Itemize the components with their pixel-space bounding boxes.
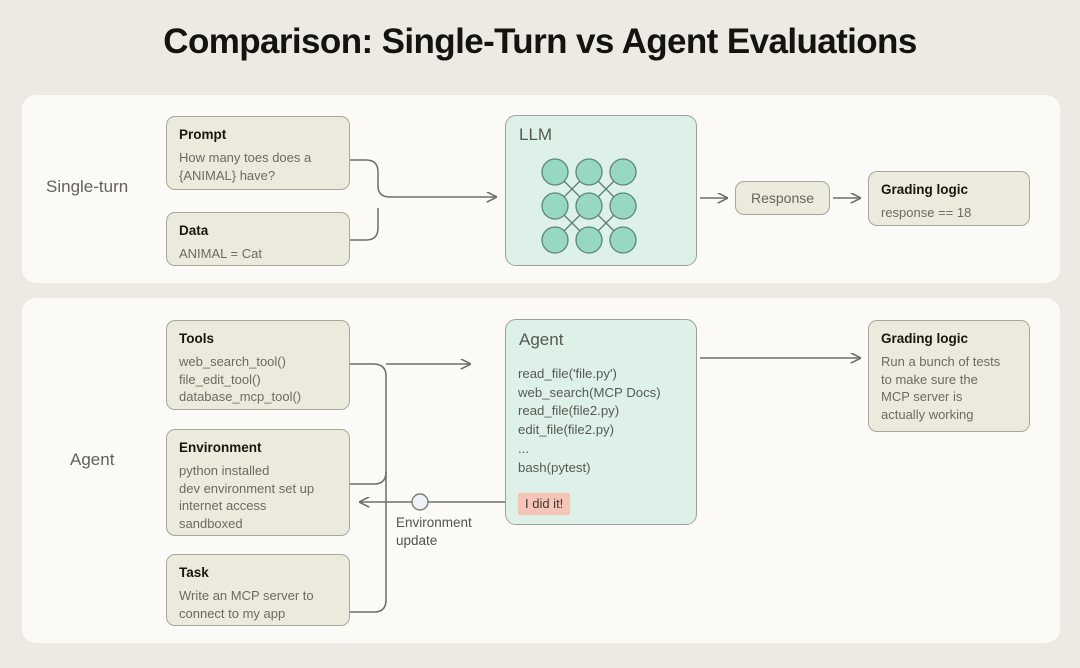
card-environment-body: python installed dev environment set up … bbox=[179, 463, 315, 531]
agent-action-log: read_file('file.py') web_search(MCP Docs… bbox=[518, 366, 661, 475]
card-tools-body: web_search_tool() file_edit_tool() datab… bbox=[179, 354, 302, 405]
card-grading-agent-body: Run a bunch of tests to make sure the MC… bbox=[881, 354, 1001, 422]
llm-box-title: LLM bbox=[519, 125, 553, 144]
card-grading-agent: Grading logic Run a bunch of tests to ma… bbox=[868, 320, 1030, 432]
card-grading-single-title: Grading logic bbox=[881, 182, 969, 197]
card-task: Task Write an MCP server to connect to m… bbox=[166, 554, 350, 626]
card-tools-title: Tools bbox=[179, 331, 214, 346]
card-prompt-title: Prompt bbox=[179, 127, 227, 142]
row-label-agent: Agent bbox=[70, 450, 115, 469]
environment-update-label: Environment update bbox=[396, 515, 472, 548]
card-prompt: Prompt How many toes does a {ANIMAL} hav… bbox=[166, 116, 350, 190]
card-tools: Tools web_search_tool() file_edit_tool()… bbox=[166, 320, 350, 410]
card-grading-agent-title: Grading logic bbox=[881, 331, 969, 346]
row-label-single-turn: Single-turn bbox=[46, 177, 129, 196]
card-task-title: Task bbox=[179, 565, 209, 580]
card-grading-single-body: response == 18 bbox=[881, 205, 972, 221]
response-box: Response bbox=[735, 181, 830, 215]
card-task-body: Write an MCP server to connect to my app bbox=[179, 588, 314, 621]
card-environment: Environment python installed dev environ… bbox=[166, 429, 350, 536]
card-grading-single: Grading logic response == 18 bbox=[868, 171, 1030, 226]
page-title: Comparison: Single-Turn vs Agent Evaluat… bbox=[163, 22, 917, 61]
agent-result-badge: I did it! bbox=[518, 493, 571, 515]
llm-box: LLM bbox=[505, 115, 697, 266]
card-prompt-body: How many toes does a {ANIMAL} have? bbox=[179, 150, 312, 183]
card-data-body: ANIMAL = Cat bbox=[179, 246, 262, 262]
card-data-title: Data bbox=[179, 223, 209, 238]
card-data: Data ANIMAL = Cat bbox=[166, 212, 350, 266]
agent-box-title: Agent bbox=[519, 330, 564, 349]
card-environment-title: Environment bbox=[179, 440, 262, 455]
agent-box: Agent bbox=[505, 319, 697, 525]
